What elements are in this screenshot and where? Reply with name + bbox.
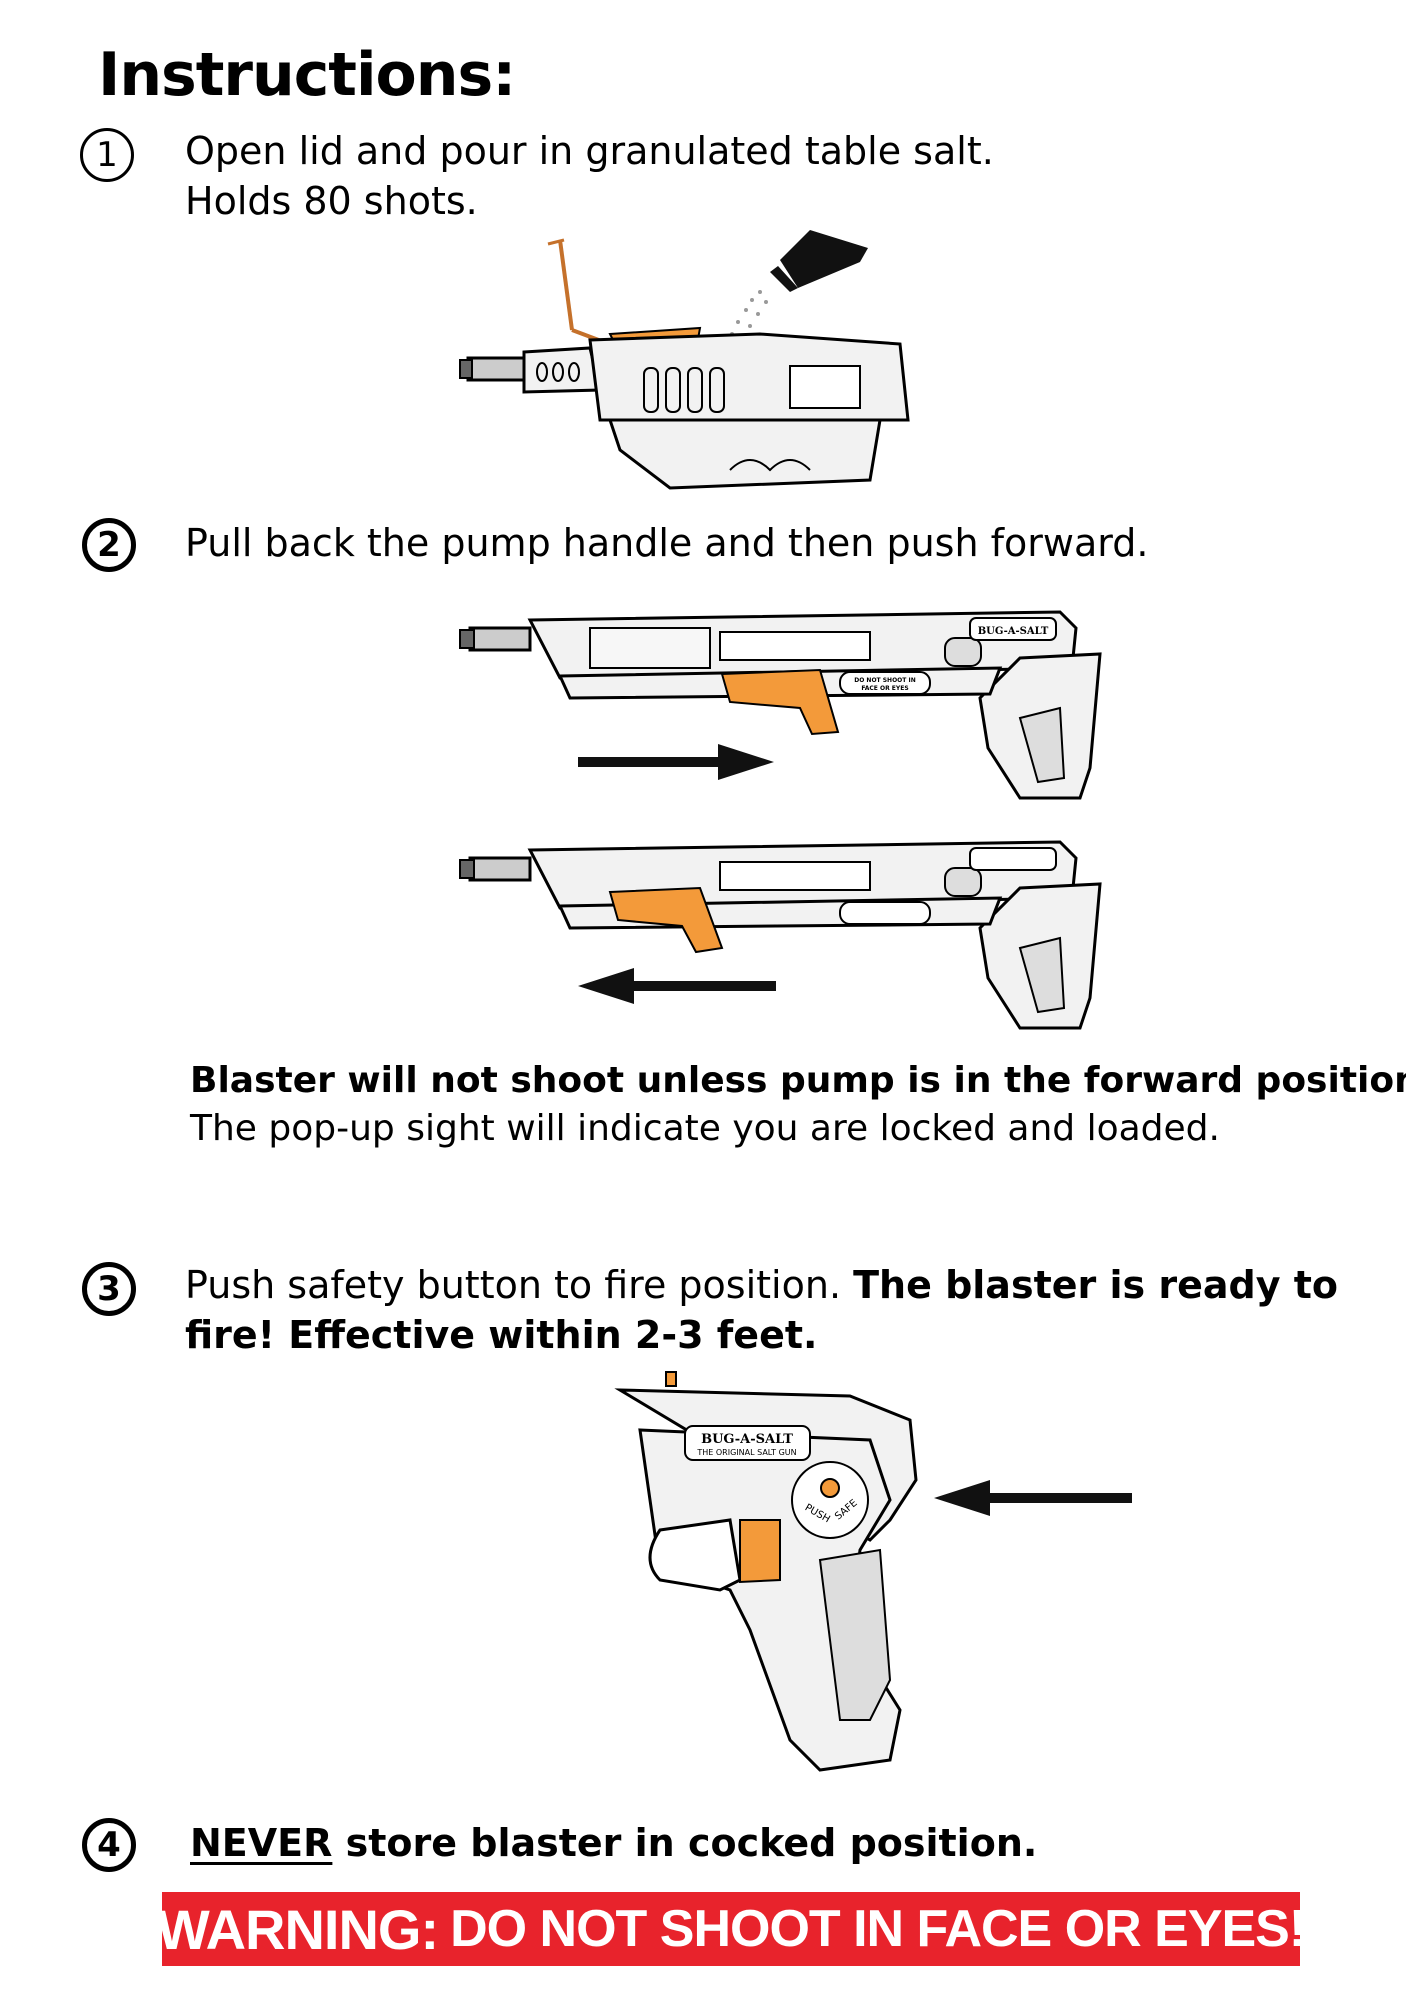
step-1-text: Open lid and pour in granulated table sa… — [185, 129, 994, 173]
gun-warning-label-2: FACE OR EYES — [861, 685, 908, 692]
gun-brand-label: BUG-A-SALT — [978, 626, 1049, 637]
safety-button-illustration: BUG-A-SALT THE ORIGINAL SALT GUN PUSH SA… — [614, 1371, 918, 1772]
step-3-text-2: fire! Effective within 2-3 feet. — [185, 1313, 818, 1357]
pump-note-bold: Blaster will not shoot unless pump is in… — [190, 1060, 1406, 1101]
step-3-bold: The blaster is ready to — [853, 1263, 1338, 1307]
gun-warning-label: DO NOT SHOOT IN — [854, 677, 915, 684]
salt-shaker-icon — [730, 230, 868, 340]
gun-brand-label-large: BUG-A-SALT — [701, 1432, 793, 1447]
warning-label: WARNING: — [156, 1897, 439, 1961]
page-title: Instructions: — [98, 40, 516, 110]
step-4-number: 4 — [82, 1818, 136, 1872]
warning-text: DO NOT SHOOT IN FACE OR EYES! — [450, 1900, 1306, 1958]
step-4-text: NEVER store blaster in cocked position. — [190, 1818, 1037, 1868]
pump-back-illustration — [459, 840, 1102, 1030]
step-1-subtext: Holds 80 shots. — [185, 179, 478, 223]
arrow-left-icon — [934, 1480, 1132, 1516]
salt-gun-lid-open-illustration — [459, 230, 910, 490]
step-2-text: Pull back the pump handle and then push … — [185, 521, 1149, 565]
never-emphasis: NEVER — [190, 1821, 333, 1865]
pump-forward-illustration: DO NOT SHOOT IN FACE OR EYES BUG-A-SALT — [459, 610, 1102, 800]
step-3-normal: Push safety button to fire position. — [185, 1263, 854, 1307]
step-4-rest: store blaster in cocked position. — [332, 1821, 1038, 1865]
arrow-right-icon — [578, 744, 774, 780]
step-3-text: Push safety button to fire position. The… — [185, 1260, 1338, 1310]
step-1-number: 1 — [80, 128, 134, 182]
step-2-number: 2 — [82, 518, 136, 572]
gun-tagline-label: THE ORIGINAL SALT GUN — [696, 1448, 796, 1457]
step-3-number: 3 — [82, 1262, 136, 1316]
pump-note-text: The pop-up sight will indicate you are l… — [190, 1108, 1220, 1149]
warning-banner: WARNING: DO NOT SHOOT IN FACE OR EYES! — [157, 1892, 1306, 1966]
arrow-left-icon — [578, 968, 776, 1004]
